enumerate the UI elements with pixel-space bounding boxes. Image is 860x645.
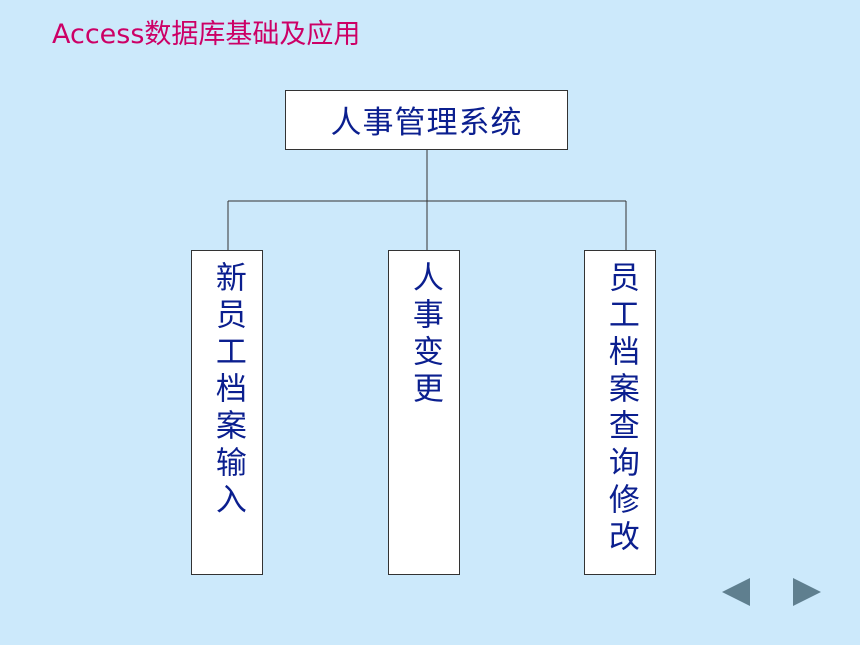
- triangle-right-icon: [793, 578, 821, 606]
- child-node-label: 新员工档案输入: [209, 261, 246, 520]
- child-node-record-query-modify: 员工档案查询修改: [584, 250, 656, 575]
- previous-slide-button[interactable]: [720, 576, 752, 608]
- next-slide-button[interactable]: [791, 576, 823, 608]
- header-title: Access数据库基础及应用: [52, 19, 361, 50]
- child-node-new-employee-entry: 新员工档案输入: [191, 250, 263, 575]
- child-node-label: 员工档案查询修改: [602, 261, 639, 557]
- triangle-left-icon: [722, 578, 750, 606]
- child-node-personnel-change: 人事变更: [388, 250, 460, 575]
- root-node-label: 人事管理系统: [330, 105, 523, 141]
- root-node: 人事管理系统: [285, 90, 568, 150]
- child-node-label: 人事变更: [406, 261, 443, 409]
